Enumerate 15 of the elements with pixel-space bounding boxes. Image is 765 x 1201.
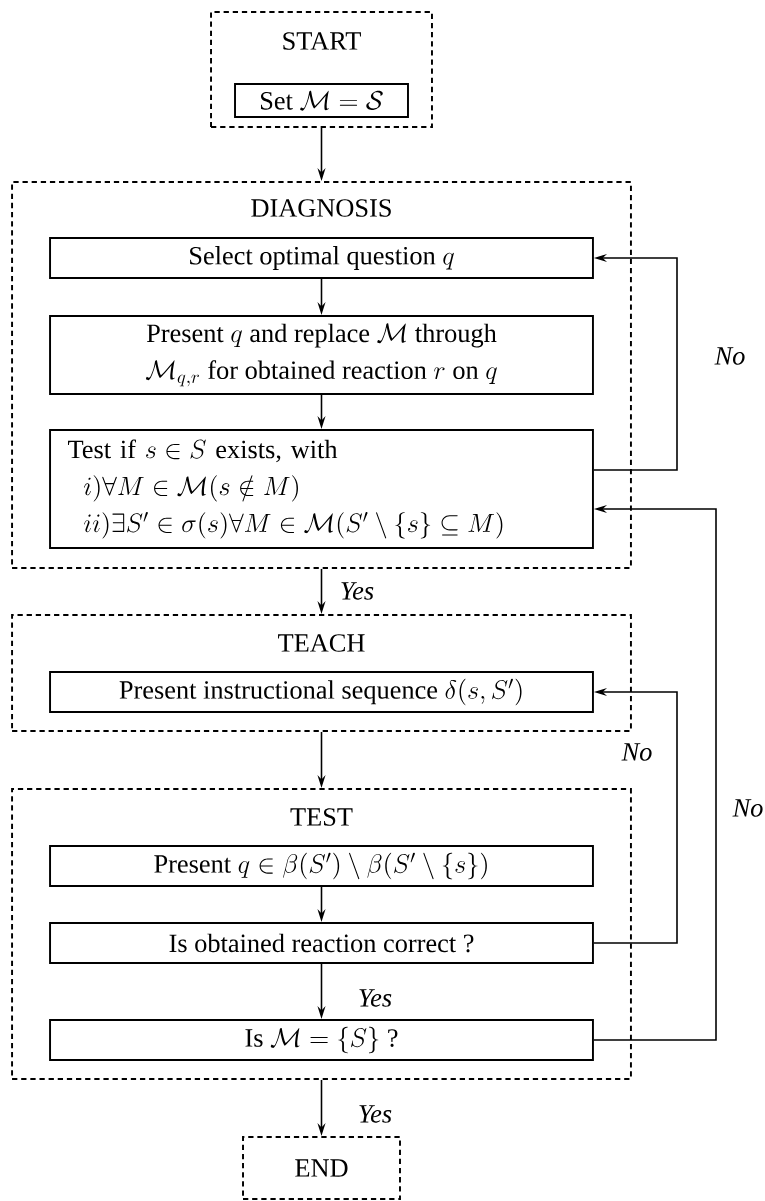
process-box: $\text{Is }\mathcal{M}=\{S\}\text{ ?}$	[49, 1019, 594, 1061]
process-box: $\text{Select optimal question }q$	[49, 237, 594, 279]
edge-label: Yes	[338, 580, 376, 602]
edge-label: Yes	[356, 987, 394, 1009]
edge-label: No	[730, 797, 765, 819]
process-box: $\text{Test if }s\in S\text{ exists, with}$ $i)\forall M\in\mathcal{M}(s\notin M)$ $ii)\exists S'\in\sigma(s)\forall M\in\mathcal{M}(S'\setminus\{s\}\subseteq M)$	[49, 429, 594, 549]
terminal-box: END	[242, 1136, 401, 1200]
edge-label: No	[712, 345, 748, 367]
process-box: $\text{Present }q\text{ and replace }\mathcal{M}\text{ through}$ $\mathcal{M}_{q,r}\text{ for obtained reaction }r\text{ on }q$	[49, 315, 594, 395]
process-box: $\text{Present instructional sequence }\delta(s,S')$	[49, 671, 594, 713]
process-box: $\text{Present }q\in\beta(S')\setminus\beta(S'\setminus\{s\})$	[49, 845, 594, 887]
process-box: $\text{Is obtained reaction correct ?}$	[49, 922, 594, 964]
edge-label: No	[619, 741, 655, 763]
process-box: $\text{Set }\mathcal{M}=\mathcal{S}$	[234, 83, 409, 118]
edge-label: Yes	[356, 1103, 394, 1125]
